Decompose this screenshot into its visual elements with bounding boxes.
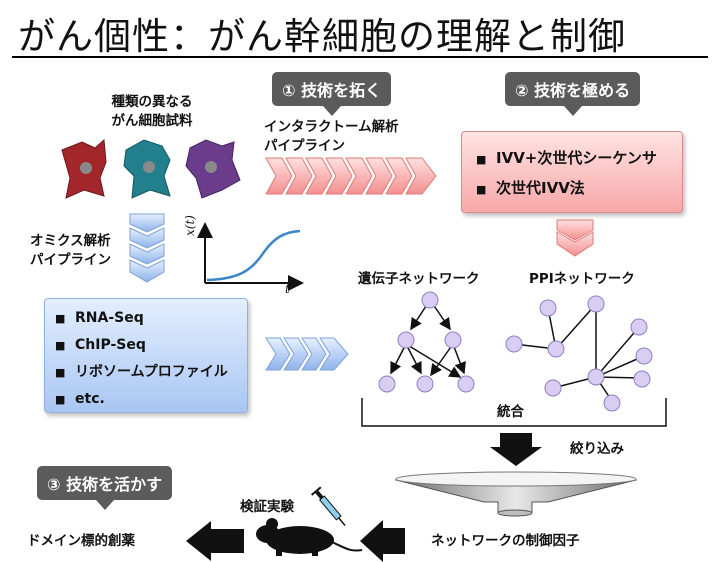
title-underline bbox=[12, 56, 708, 58]
drug-discovery-label: ドメイン標的創薬 bbox=[27, 533, 135, 549]
gene-node bbox=[457, 375, 475, 393]
ppi-node bbox=[603, 394, 621, 412]
narrowing-label: 絞り込み bbox=[570, 441, 624, 457]
samples-label-line1: 種類の異なる bbox=[111, 94, 193, 110]
timecourse-plot bbox=[197, 222, 304, 291]
gene-network-label: 遺伝子ネットワーク bbox=[358, 271, 480, 287]
ppi-node bbox=[587, 368, 605, 386]
omics-pipeline-label: オミクス解析 パイプライン bbox=[30, 232, 111, 270]
ppi-node bbox=[544, 379, 562, 397]
interactome-chevrons bbox=[265, 157, 437, 195]
gene-node bbox=[444, 331, 462, 349]
omics-item: ChIP-Seq bbox=[55, 332, 247, 359]
gene-node bbox=[397, 331, 415, 349]
ivv-item: IVV+次世代シーケンサ bbox=[476, 144, 682, 174]
ppi-node bbox=[547, 340, 565, 358]
ppi-node bbox=[587, 295, 605, 313]
page-title: がん個性：がん幹細胞の理解と制御 bbox=[18, 15, 626, 58]
ppi-node bbox=[539, 299, 557, 317]
narrowing-down-arrow bbox=[490, 433, 542, 466]
cancer-cell-purple bbox=[185, 139, 241, 199]
ppi-node bbox=[505, 335, 523, 353]
gene-node bbox=[378, 375, 396, 393]
omics-pipeline-line2: パイプライン bbox=[30, 252, 111, 268]
ppi-network-nodes bbox=[505, 295, 653, 412]
cancer-cell-teal bbox=[123, 139, 171, 199]
control-factor-label: ネットワークの制御因子 bbox=[431, 533, 580, 549]
omics-pipeline-line1: オミクス解析 bbox=[30, 233, 111, 249]
pink-down-chevrons bbox=[556, 219, 594, 257]
gene-network-nodes bbox=[378, 291, 475, 393]
ppi-network-label: PPIネットワーク bbox=[529, 271, 635, 287]
step3-callout: ③ 技術を活かす bbox=[37, 466, 173, 510]
ivv-item: 次世代IVV法 bbox=[476, 174, 682, 204]
interactome-pipeline-line1: インタラクトーム解析 bbox=[264, 119, 399, 135]
validation-label: 検証実験 bbox=[240, 499, 294, 515]
gene-node bbox=[416, 375, 434, 393]
plot-xlabel: t bbox=[285, 282, 290, 296]
syringe-icon bbox=[310, 486, 346, 527]
integration-label: 統合 bbox=[497, 404, 524, 420]
omics-box: RNA-Seq ChIP-Seq リボソームプロファイル etc. bbox=[44, 298, 248, 413]
omics-item: etc. bbox=[55, 386, 247, 413]
gene-node bbox=[421, 291, 439, 309]
ppi-node bbox=[635, 347, 653, 365]
funnel bbox=[394, 471, 638, 517]
ivv-box: IVV+次世代シーケンサ 次世代IVV法 bbox=[461, 131, 683, 213]
ppi-node bbox=[633, 370, 651, 388]
mouse-icon bbox=[256, 518, 363, 556]
samples-label-line2: がん細胞試料 bbox=[111, 113, 193, 129]
left-arrow-to-mouse bbox=[360, 520, 405, 562]
ppi-network bbox=[513, 303, 645, 402]
step1-callout: ① 技術を拓く bbox=[272, 72, 392, 116]
omics-item: リボソームプロファイル bbox=[55, 359, 247, 386]
omics-item: RNA-Seq bbox=[55, 305, 247, 332]
step2-callout: ② 技術を極める bbox=[505, 72, 641, 116]
left-arrow-to-drug bbox=[186, 521, 244, 561]
interactome-pipeline-line2: パイプライン bbox=[264, 138, 345, 154]
omics-down-chevrons bbox=[129, 213, 165, 283]
interactome-pipeline-label: インタラクトーム解析 パイプライン bbox=[264, 118, 399, 156]
plot-ylabel: x(t) bbox=[183, 215, 197, 236]
samples-label: 種類の異なる がん細胞試料 bbox=[92, 93, 212, 131]
cancer-cell-red bbox=[61, 138, 107, 199]
ppi-node bbox=[630, 318, 648, 336]
integration-bracket bbox=[361, 398, 667, 427]
omics-right-chevrons bbox=[265, 337, 349, 371]
